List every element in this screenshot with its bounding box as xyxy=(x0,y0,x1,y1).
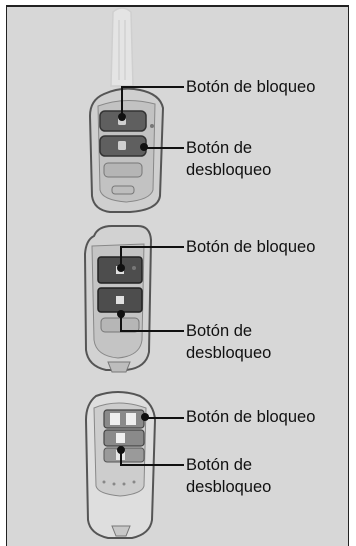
lock-button-label-3: Botón de bloqueo xyxy=(186,408,316,426)
remote-1-key-fob xyxy=(88,7,165,213)
unlock-button-label-2-line2: desbloqueo xyxy=(186,344,272,362)
lock-leader-2a xyxy=(120,246,122,266)
lock-pointer-dot-1 xyxy=(118,113,126,121)
unlock-leader-3a xyxy=(120,450,122,465)
lock-pointer-dot-2 xyxy=(117,264,125,272)
lock-leader-1a xyxy=(121,87,123,115)
unlock-leader-2b xyxy=(120,330,184,332)
unlock-button-label-3-line1: Botón de xyxy=(186,456,253,474)
lock-button-label-2: Botón de bloqueo xyxy=(186,238,316,256)
diagram-panel xyxy=(6,5,349,546)
unlock-button-label-1-line1: Botón de xyxy=(186,139,253,157)
unlock-leader-2a xyxy=(120,314,122,331)
remote-2-flip-key xyxy=(83,225,153,373)
unlock-leader-1 xyxy=(144,147,184,149)
lock-leader-1b xyxy=(121,86,184,88)
lock-leader-3 xyxy=(145,417,184,419)
panel-top-border xyxy=(6,5,349,7)
unlock-button-label-3-line2: desbloqueo xyxy=(186,478,272,496)
unlock-button-label-1-line2: desbloqueo xyxy=(186,161,272,179)
lock-button-label-1: Botón de bloqueo xyxy=(186,78,316,96)
unlock-button-label-2-line1: Botón de xyxy=(186,322,253,340)
lock-leader-2b xyxy=(120,246,184,248)
unlock-leader-3b xyxy=(120,464,184,466)
